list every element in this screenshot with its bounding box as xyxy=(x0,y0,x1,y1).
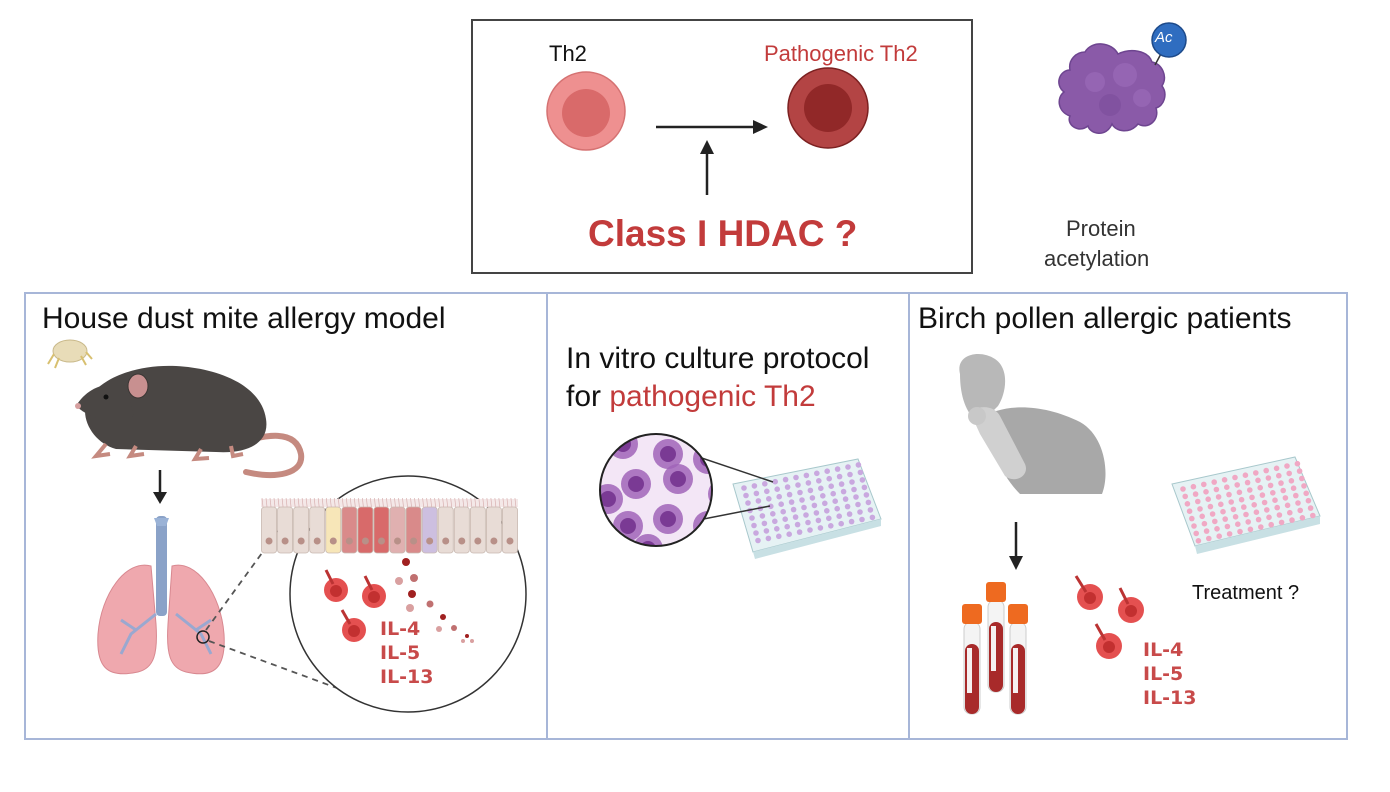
cytokine-list: IL-4 IL-5 IL-13 xyxy=(380,617,434,689)
airway-epithelium-icon xyxy=(261,497,518,554)
title-prefix: for xyxy=(566,380,610,413)
cytokine-il13: IL-13 xyxy=(380,666,434,688)
patient-graphic xyxy=(959,354,1321,715)
culture-plate-graphic xyxy=(599,433,882,559)
lungs-icon xyxy=(97,516,225,675)
arrow-down-icon xyxy=(1009,522,1023,570)
th2-label: Th2 xyxy=(549,41,587,66)
cytokine-il13: IL-13 xyxy=(1143,687,1197,709)
panel-birch-pollen: Birch pollen allergic patients Treatment xyxy=(908,292,1348,740)
panel-title-house-dust-mite: House dust mite allergy model xyxy=(42,302,446,335)
cytokine-il4: IL-4 xyxy=(1143,639,1184,661)
blood-tubes-icon xyxy=(962,582,1028,715)
panel-in-vitro-culture: In vitro culture protocol for pathogenic… xyxy=(546,292,910,740)
well-plate-icon xyxy=(1171,456,1321,554)
acetylated-protein-icon xyxy=(1058,22,1187,134)
th2-cells-icon xyxy=(1074,575,1144,659)
well-plate-icon xyxy=(732,458,882,559)
protein-caption-1: Protein xyxy=(1066,216,1136,241)
title-highlight: pathogenic Th2 xyxy=(609,380,816,413)
cytokine-il5: IL-5 xyxy=(380,642,421,664)
mouse-icon xyxy=(75,365,305,478)
cytokine-dots-icon xyxy=(395,558,474,643)
hdm-model-graphic xyxy=(47,339,527,713)
pathogenic-th2-label: Pathogenic Th2 xyxy=(764,41,918,66)
arrow-up-icon xyxy=(700,140,714,195)
cytokine-il5: IL-5 xyxy=(1143,663,1184,685)
pathogenic-th2-cell-icon xyxy=(787,67,869,149)
panel-house-dust-mite: House dust mite allergy model xyxy=(24,292,548,740)
cytokine-list: IL-4 IL-5 IL-13 xyxy=(1143,638,1197,710)
th2-cell-icon xyxy=(546,71,626,151)
cytokine-il4: IL-4 xyxy=(380,618,421,640)
dust-mite-icon xyxy=(47,339,93,369)
acetyl-badge-icon xyxy=(1151,22,1187,58)
zoom-line-icon xyxy=(208,640,357,696)
th2-differentiation-graphic xyxy=(546,67,869,195)
magnified-cells-icon xyxy=(599,433,713,547)
coughing-patient-icon xyxy=(959,354,1106,494)
th2-cells-icon xyxy=(324,569,386,642)
arrow-right-icon xyxy=(656,120,768,134)
panel-title-birch-pollen: Birch pollen allergic patients xyxy=(918,302,1292,335)
class-i-hdac-question: Class I HDAC ? xyxy=(588,213,858,254)
protein-caption-2: acetylation xyxy=(1044,246,1150,271)
panel-title-in-vitro-line2: for pathogenic Th2 xyxy=(566,380,816,414)
panel-title-in-vitro-line1: In vitro culture protocol xyxy=(566,342,870,375)
treatment-question: Treatment ? xyxy=(1192,582,1300,604)
hypothesis-box: Th2 Pathogenic Th2 Class I HDAC ? xyxy=(471,19,973,274)
arrow-down-icon xyxy=(153,470,167,504)
ac-badge-label: Ac xyxy=(1155,29,1173,46)
